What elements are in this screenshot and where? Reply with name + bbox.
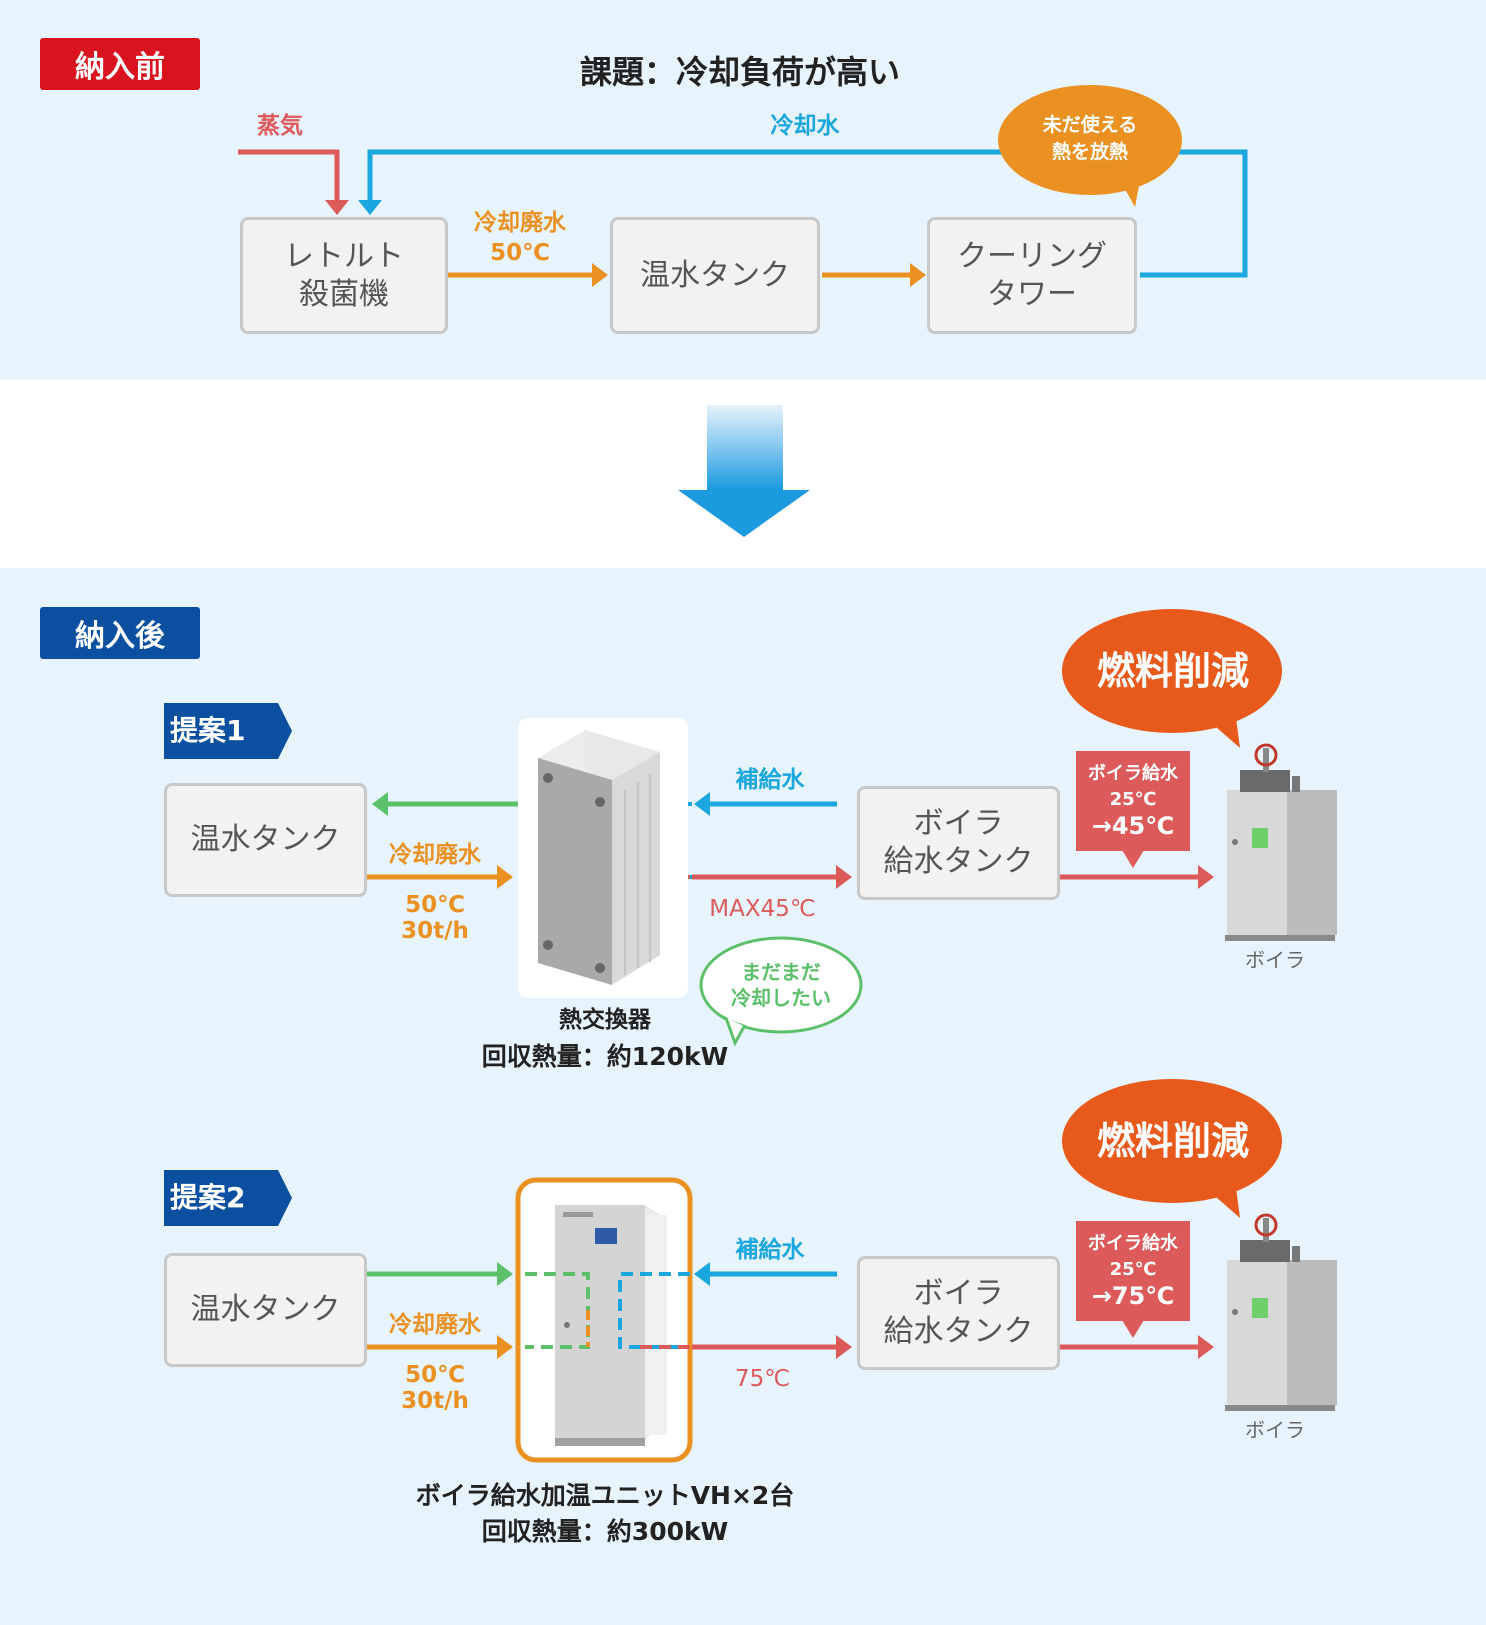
p1-recovery-heat: 回収熱量：約120kW (481, 1042, 729, 1071)
p2-waste-label: 冷却廃水 (389, 1312, 481, 1338)
p2-callout-pointer (1122, 1320, 1144, 1338)
steam-line (238, 149, 349, 215)
p1-more-cooling-text: まだまだ 冷却したい (731, 960, 831, 1010)
p1-max-temp: MAX45℃ (709, 896, 816, 922)
proposal1-tag: 提案1 (170, 714, 246, 747)
proposal2-tag-shape (164, 1170, 292, 1226)
p1-boiler-feed-callout: ボイラ給水 25℃ →45℃ (1076, 751, 1190, 851)
p1-callout-to: →45℃ (1091, 812, 1175, 840)
proposal1-tag-shape (164, 703, 292, 759)
p2-callout-to: →75℃ (1091, 1282, 1175, 1310)
before-badge: 納入前 (40, 38, 200, 90)
after-badge: 納入後 (40, 607, 200, 659)
hot-water-tank-box: 温水タンク (610, 217, 820, 334)
p1-makeup-label: 補給水 (735, 767, 805, 793)
heat-release-bubble (998, 85, 1182, 207)
p1-green-return-arrow (372, 792, 520, 816)
cooling-water-return-line (358, 149, 1248, 278)
p1-to-boiler-arrow (1060, 865, 1214, 889)
p2-green-arrow (367, 1262, 513, 1286)
p2-makeup-arrow (694, 1262, 837, 1286)
p1-callout-from: 25℃ (1109, 789, 1157, 810)
retort-sterilizer-box: レトルト 殺菌機 (240, 217, 448, 334)
steam-label: 蒸気 (257, 113, 303, 139)
waste-water-label: 冷却廃水 50℃ (474, 210, 566, 266)
p1-waste-detail: 50℃ 30t/h (401, 892, 469, 944)
p2-waste-arrow (367, 1335, 513, 1359)
p1-callout-title: ボイラ給水 (1088, 763, 1178, 784)
p2-fuel-reduction-text: 燃料削減 (1096, 1119, 1249, 1163)
cooling-tower-box: クーリング タワー (927, 217, 1137, 334)
p2-callout-title: ボイラ給水 (1088, 1233, 1178, 1254)
p2-to-boiler-arrow (1060, 1335, 1214, 1359)
boiler1-image (1225, 743, 1337, 941)
boiler2-image (1225, 1213, 1337, 1411)
p2-hot-out-arrow (692, 1335, 852, 1359)
p1-green-bubble (699, 936, 863, 1047)
p2-recovery-heat: 回収熱量：約300kW (481, 1517, 729, 1546)
heat-release-text: 未だ使える 熱を放熱 (1042, 114, 1138, 163)
p2-hot-water-tank-box: 温水タンク (164, 1253, 367, 1367)
p2-makeup-label: 補給水 (735, 1237, 805, 1263)
p2-waste-detail: 50℃ 30t/h (401, 1362, 469, 1414)
p2-callout-from: 25℃ (1109, 1259, 1157, 1280)
p1-waste-label: 冷却廃水 (389, 842, 481, 868)
heat-exchanger-caption: 熱交換器 (559, 1007, 651, 1033)
heating-unit-image (555, 1205, 667, 1446)
p2-boiler-feed-tank-box: ボイラ 給水タンク (857, 1256, 1060, 1370)
waste-water-arrow (448, 263, 608, 287)
p1-callout-pointer (1122, 850, 1144, 868)
before-title: 課題：冷却負荷が高い (579, 53, 900, 91)
p1-boiler-feed-tank-box: ボイラ 給水タンク (857, 786, 1060, 900)
boiler1-caption: ボイラ (1245, 948, 1305, 972)
p1-fuel-reduction-text: 燃料削減 (1096, 649, 1249, 693)
boiler2-caption: ボイラ (1245, 1418, 1305, 1442)
cooling-water-label: 冷却水 (770, 113, 840, 139)
p2-boiler-feed-callout: ボイラ給水 25℃ →75℃ (1076, 1221, 1190, 1321)
p2-out-temp: 75℃ (734, 1366, 791, 1392)
p2-inner-flow-lines (525, 1272, 690, 1349)
heating-unit-caption: ボイラ給水加温ユニットVH×2台 (415, 1481, 795, 1510)
tank-to-tower-arrow (822, 263, 926, 287)
p1-fuel-bubble (1062, 609, 1282, 748)
p1-waste-arrow (367, 865, 513, 889)
proposal2-tag: 提案2 (170, 1181, 246, 1214)
p2-fuel-bubble (1062, 1079, 1282, 1218)
p1-hot-out-arrow (692, 865, 852, 889)
p1-makeup-arrow (694, 792, 837, 816)
heat-exchanger-image (518, 718, 688, 998)
p1-hot-water-tank-box: 温水タンク (164, 783, 367, 897)
down-arrow (678, 405, 810, 537)
